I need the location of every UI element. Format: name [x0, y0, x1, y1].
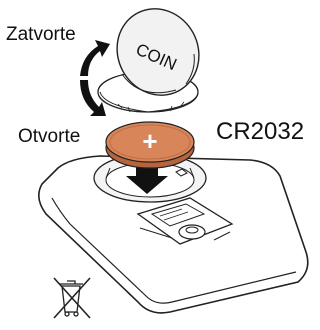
battery-cover: COIN — [97, 8, 200, 113]
connector-block — [136, 197, 234, 245]
close-label: Zatvorte — [6, 24, 76, 45]
battery-plus-symbol: + — [142, 126, 157, 156]
down-arrow-icon — [126, 160, 168, 194]
device-body — [38, 153, 309, 314]
crossed-out-bin-icon — [53, 277, 91, 319]
battery-cr2032: + — [105, 121, 195, 169]
battery-type-label: CR2032 — [216, 118, 305, 145]
open-label: Otvorte — [18, 126, 81, 147]
rotate-arrows-icon — [80, 40, 110, 116]
